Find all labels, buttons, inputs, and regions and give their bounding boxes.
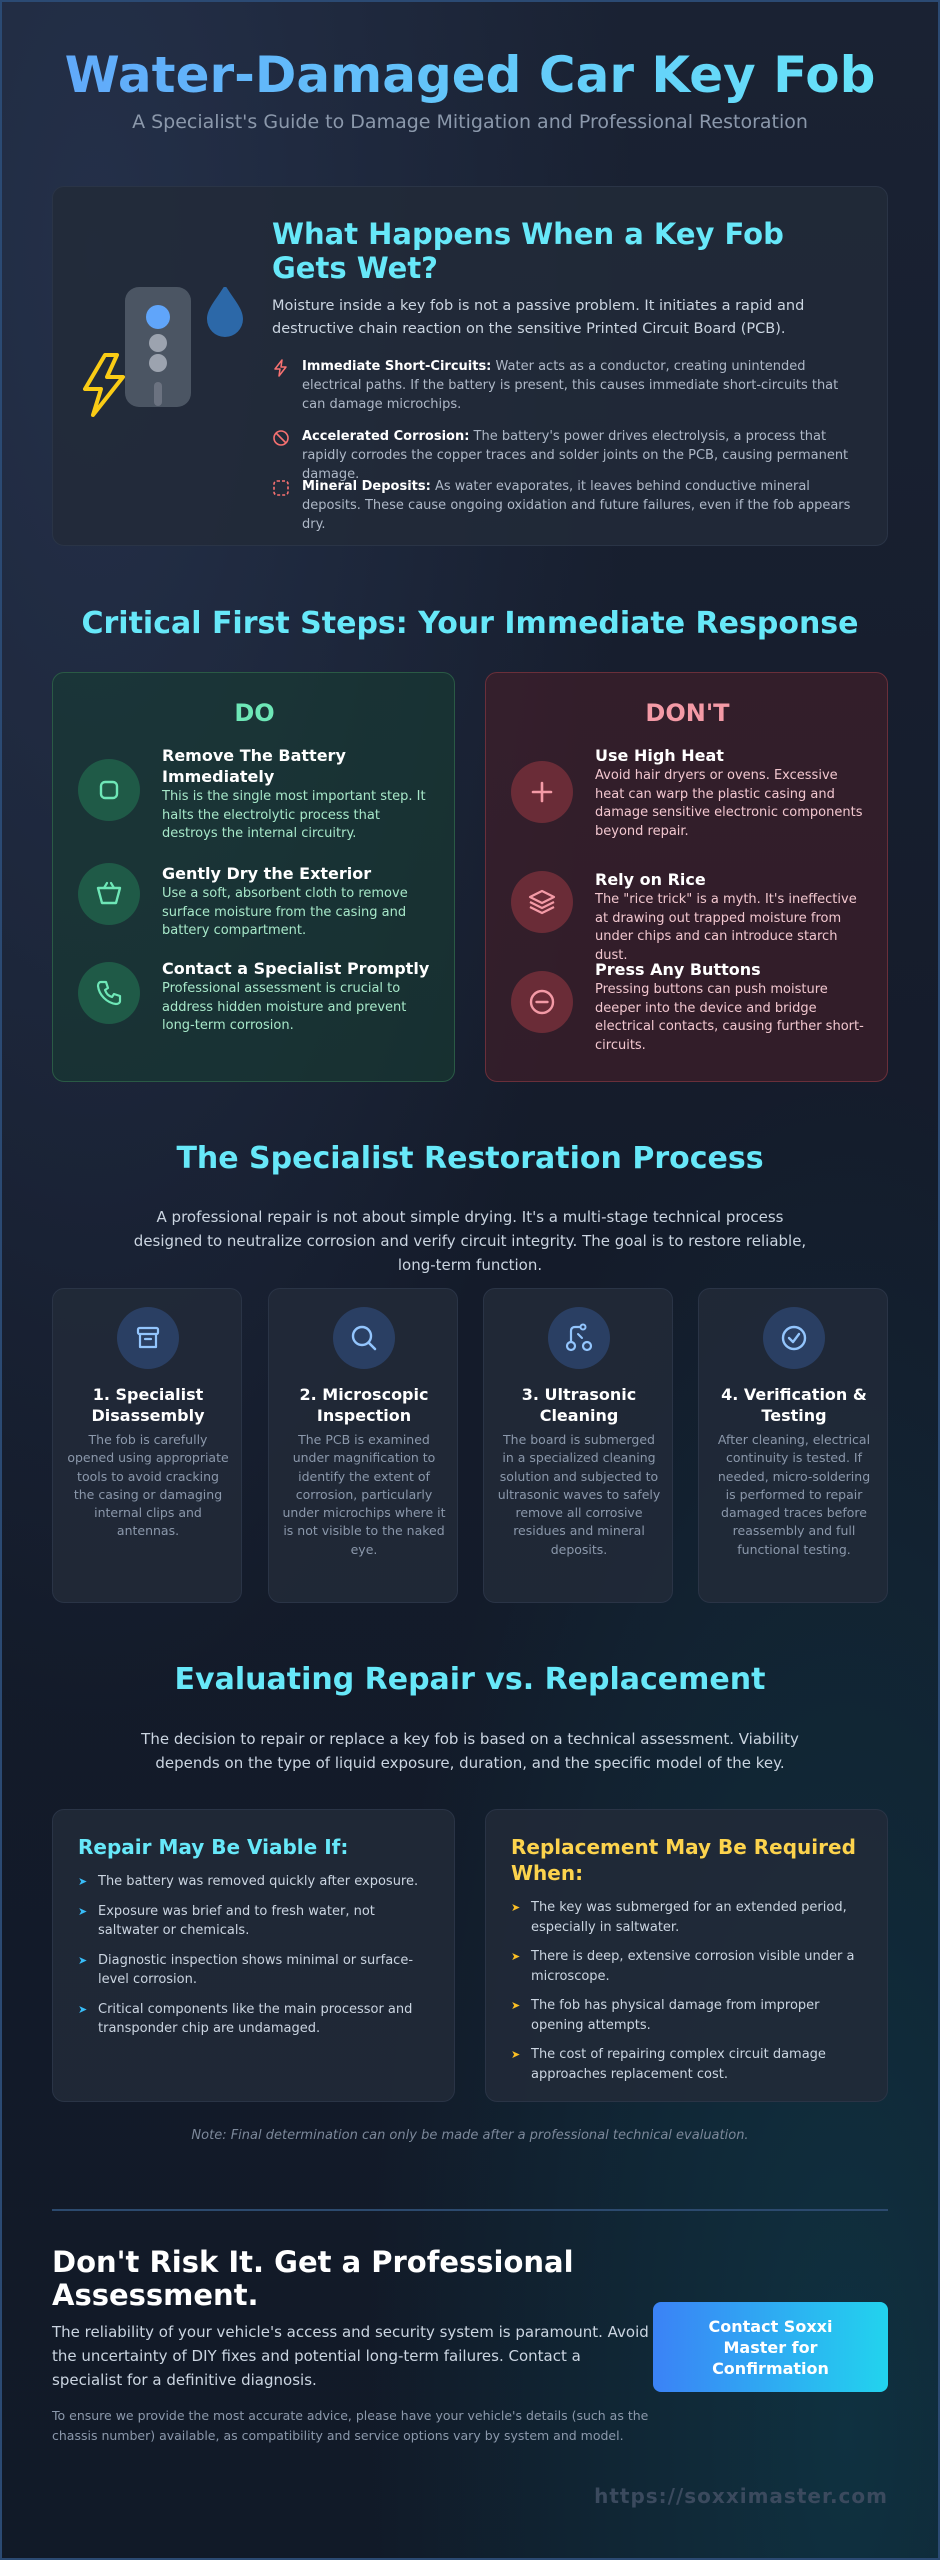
lightning-icon: [272, 359, 290, 377]
do-item: Gently Dry the Exterior Use a soft, abso…: [78, 863, 438, 941]
list-item: ➤The key was submerged for an extended p…: [511, 1900, 847, 1935]
list-item: ➤The fob has physical damage from improp…: [511, 1998, 820, 2033]
do-item-text: Use a soft, absorbent cloth to remove su…: [162, 886, 408, 938]
list-item: ➤The cost of repairing complex circuit d…: [511, 2047, 826, 2082]
list-item: ➤There is deep, extensive corrosion visi…: [511, 1949, 855, 1984]
dont-item-title: Press Any Buttons: [595, 960, 761, 979]
footer-url-link[interactable]: https://soxximaster.com: [594, 2484, 888, 2508]
risk-text: The battery's power drives electrolysis,…: [302, 429, 849, 482]
list-item: ➤Exposure was brief and to fresh water, …: [78, 1903, 375, 1939]
dont-card: DON'T Use High Heat Avoid hair dryers or…: [485, 672, 888, 1082]
cta-title: Don't Risk It. Get a Professional Assess…: [52, 2245, 574, 2312]
divider: [52, 2209, 888, 2211]
dont-item-title: Rely on Rice: [595, 870, 706, 889]
replace-list: ➤The key was submerged for an extended p…: [511, 1898, 871, 2094]
battery-icon: [78, 759, 140, 821]
evaluation-title: Evaluating Repair vs. Replacement: [174, 1662, 766, 1697]
dont-item: Press Any Buttons Pressing buttons can p…: [511, 959, 871, 1055]
repair-card: Repair May Be Viable If: ➤The battery wa…: [52, 1809, 455, 2102]
arrow-icon: ➤: [78, 1875, 88, 1888]
repair-list: ➤The battery was removed quickly after e…: [78, 1872, 438, 2049]
list-item: ➤Critical components like the main proce…: [78, 2001, 413, 2037]
process-intro: A professional repair is not about simpl…: [133, 1208, 807, 1274]
ultrasonic-icon: [548, 1307, 610, 1369]
dont-item: Use High Heat Avoid hair dryers or ovens…: [511, 745, 871, 841]
minus-circle-icon: [511, 971, 573, 1033]
process-step-text: The board is submerged in a specialized …: [497, 1432, 661, 1557]
check-circle-icon: [763, 1307, 825, 1369]
magnifier-icon: [333, 1307, 395, 1369]
risk-title: Accelerated Corrosion:: [302, 429, 470, 444]
arrow-icon: ➤: [511, 1950, 521, 1963]
replace-card: Replacement May Be Required When: ➤The k…: [485, 1809, 888, 2102]
process-title: The Specialist Restoration Process: [176, 1141, 764, 1176]
process-step: 3. Ultrasonic Cleaning The board is subm…: [483, 1288, 673, 1603]
prohibited-icon: [272, 429, 290, 447]
phone-icon: [78, 962, 140, 1024]
page-subtitle: A Specialist's Guide to Damage Mitigatio…: [132, 111, 808, 133]
list-item: ➤Diagnostic inspection shows minimal or …: [78, 1952, 414, 1988]
intro-card: What Happens When a Key Fob Gets Wet? Mo…: [52, 186, 888, 546]
do-item-title: Gently Dry the Exterior: [162, 864, 372, 883]
risk-item: Mineral Deposits: As water evaporates, i…: [272, 477, 852, 534]
process-step: 2. Microscopic Inspection The PCB is exa…: [268, 1288, 458, 1603]
process-step-title: 4. Verification & Testing: [721, 1385, 867, 1425]
dont-heading: DON'T: [645, 699, 730, 727]
do-item-title: Remove The Battery Immediately: [162, 746, 346, 786]
cta-note: To ensure we provide the most accurate a…: [52, 2408, 649, 2443]
dont-item-text: Pressing buttons can push moisture deepe…: [595, 982, 864, 1053]
risk-text: Water acts as a conductor, creating unin…: [302, 359, 839, 412]
dont-item-title: Use High Heat: [595, 746, 724, 765]
risk-title: Immediate Short-Circuits:: [302, 359, 492, 374]
arrow-icon: ➤: [511, 1901, 521, 1914]
basket-icon: [78, 863, 140, 925]
process-step-text: The PCB is examined under magnification …: [282, 1432, 446, 1557]
process-step: 4. Verification & Testing After cleaning…: [698, 1288, 888, 1603]
arrow-icon: ➤: [511, 1999, 521, 2012]
intro-body: Moisture inside a key fob is not a passi…: [272, 298, 805, 337]
first-steps-title: Critical First Steps: Your Immediate Res…: [81, 606, 859, 641]
layers-icon: [511, 871, 573, 933]
key-fob-water-lightning-icon: [83, 285, 283, 437]
archive-icon: [117, 1307, 179, 1369]
dont-item-text: The "rice trick" is a myth. It's ineffec…: [595, 892, 857, 963]
page-title: Water-Damaged Car Key Fob: [0, 46, 940, 104]
replace-heading: Replacement May Be Required When:: [511, 1835, 856, 1885]
dont-item: Rely on Rice The "rice trick" is a myth.…: [511, 869, 871, 965]
arrow-icon: ➤: [78, 1904, 88, 1918]
process-step: 1. Specialist Disassembly The fob is car…: [52, 1288, 242, 1603]
repair-heading: Repair May Be Viable If:: [78, 1835, 349, 1859]
plus-icon: [511, 761, 573, 823]
dotted-square-icon: [272, 479, 290, 497]
process-step-title: 2. Microscopic Inspection: [299, 1385, 429, 1425]
risk-item: Accelerated Corrosion: The battery's pow…: [272, 427, 852, 484]
do-item-text: Professional assessment is crucial to ad…: [162, 981, 407, 1033]
process-step-title: 1. Specialist Disassembly: [91, 1385, 205, 1425]
do-card: DO Remove The Battery Immediately This i…: [52, 672, 455, 1082]
arrow-icon: ➤: [78, 1953, 88, 1967]
arrow-icon: ➤: [78, 2002, 88, 2016]
dont-item-text: Avoid hair dryers or ovens. Excessive he…: [595, 768, 863, 839]
do-item-text: This is the single most important step. …: [162, 789, 426, 841]
list-item: ➤The battery was removed quickly after e…: [78, 1872, 438, 1892]
arrow-icon: ➤: [511, 2048, 521, 2061]
do-heading: DO: [234, 699, 275, 727]
risk-title: Mineral Deposits:: [302, 479, 431, 494]
do-item: Remove The Battery Immediately This is t…: [78, 745, 438, 844]
contact-button[interactable]: Contact Soxxi Master for Confirmation: [653, 2302, 888, 2392]
evaluation-intro: The decision to repair or replace a key …: [141, 1730, 799, 1772]
intro-title: What Happens When a Key Fob Gets Wet?: [272, 217, 784, 285]
do-item-title: Contact a Specialist Promptly: [162, 959, 430, 978]
do-item: Contact a Specialist Promptly Profession…: [78, 958, 438, 1036]
cta-body: The reliability of your vehicle's access…: [52, 2323, 649, 2389]
process-step-text: The fob is carefully opened using approp…: [67, 1432, 229, 1539]
risk-item: Immediate Short-Circuits: Water acts as …: [272, 357, 852, 414]
process-step-title: 3. Ultrasonic Cleaning: [521, 1385, 637, 1425]
process-step-text: After cleaning, electrical continuity is…: [717, 1432, 871, 1557]
evaluation-note: Note: Final determination can only be ma…: [191, 2128, 749, 2143]
risk-text: As water evaporates, it leaves behind co…: [302, 479, 851, 532]
